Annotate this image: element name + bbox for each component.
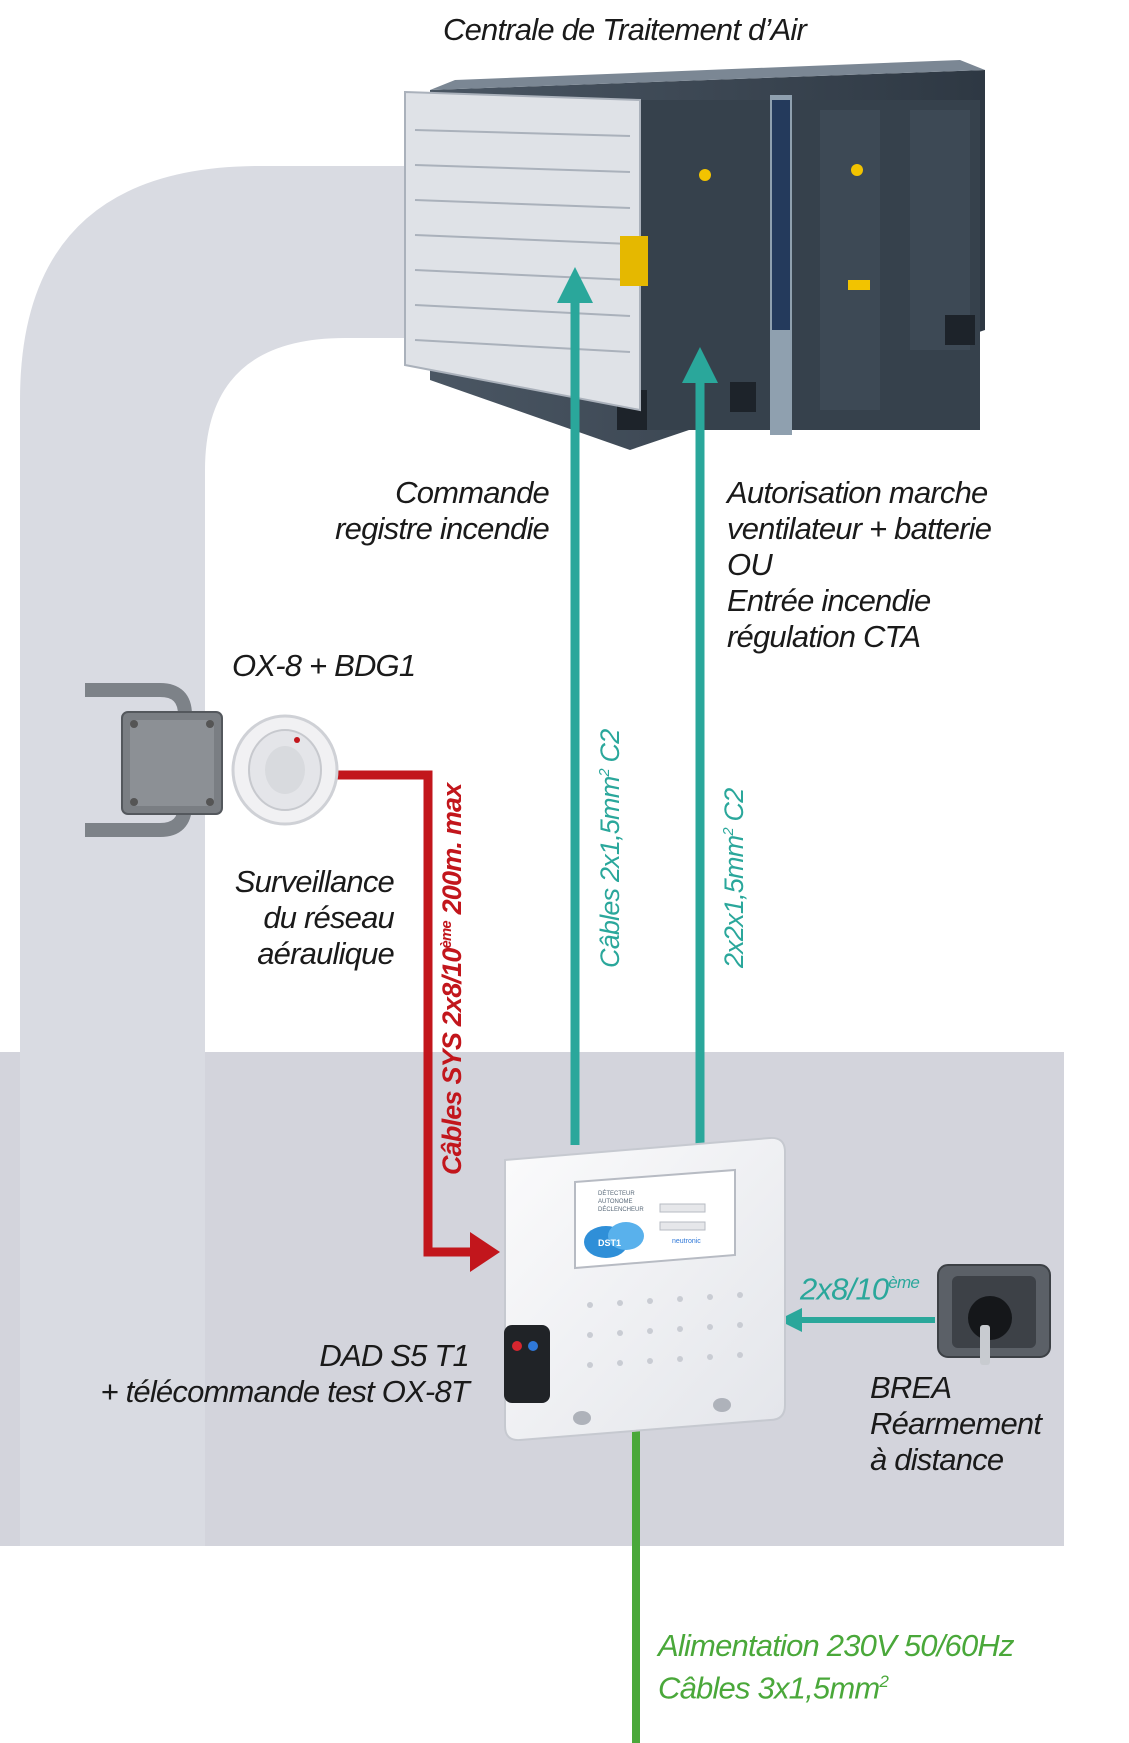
autorisation-line-5: régulation CTA [727,619,921,654]
commande-line-1: Commande [395,475,550,510]
autorisation-label: Autorisation marche ventilateur + batter… [727,475,992,655]
control-panel-icon [504,1136,786,1442]
device-screen-text: DÉTECTEUR AUTONOME DÉCLENCHEUR [598,1190,644,1214]
cable-c2-prefix: 2x2x1,5mm [719,835,749,968]
alimentation-label: Alimentation 230V 50/60Hz Câbles 3x1,5mm… [658,1628,1014,1706]
device-logo: DST1 [598,1238,622,1248]
alimentation-cables-text: Câbles 3x1,5mm [658,1670,880,1706]
autorisation-line-2: ventilateur + batterie [727,511,992,546]
cable-sys-suffix: 200m. max [437,783,467,922]
cable-c2-label: 2x2x1,5mm2 C2 [714,789,749,968]
cable-brea-sup: ème [888,1273,920,1292]
surveillance-line-1: Surveillance [234,864,395,899]
cta-title: Centrale de Traitement d’Air [443,12,807,47]
reset-key-switch-icon [937,1264,1051,1365]
brea-line-2: Réarmement [870,1406,1042,1441]
autorisation-line-4: Entrée incendie [727,583,931,618]
cable-sys-label: Câbles SYS 2x8/10ème 200m. max [432,784,467,1175]
air-duct [20,166,432,1546]
alimentation-line-1: Alimentation 230V 50/60Hz [658,1628,1014,1663]
smoke-detector-icon [231,714,339,826]
brea-line-1: BREA [870,1370,952,1405]
alimentation-cables-sup: 2 [879,1672,889,1691]
device-screen-line-1: DÉTECTEUR [598,1191,635,1197]
remote-control-icon [504,1325,550,1403]
dad-label: DAD S5 T1 + télécommande test OX-8T [100,1338,469,1410]
surveillance-line-3: aéraulique [257,936,395,971]
cable-brea-prefix: 2x8/10 [800,1271,889,1307]
cable-sys-sup: ème [439,921,455,949]
surveillance-line-2: du réseau [263,900,394,935]
alimentation-line-2: Câbles 3x1,5mm2 [658,1664,1014,1706]
ox8-label: OX-8 + BDG1 [232,648,416,683]
autorisation-line-1: Autorisation marche [727,475,988,510]
brea-line-3: à distance [870,1442,1004,1477]
surveillance-label: Surveillance du réseau aéraulique [234,864,395,972]
cable-sys-prefix: Câbles SYS 2x8/10 [437,948,467,1175]
cable-sys [325,770,478,1257]
cable-c1-suffix: C2 [595,729,625,770]
cable-brea-label: 2x8/10ème [800,1265,920,1307]
device-screen-line-2: AUTONOME [598,1199,633,1205]
device-screen-line-3: DÉCLENCHEUR [598,1207,644,1213]
cable-c2-suffix: C2 [719,788,749,829]
air-handling-unit-icon [404,60,985,450]
cable-c1-label: Câbles 2x1,5mm2 C2 [590,730,625,968]
cable-c1-sup: 2 [597,769,613,777]
autorisation-line-3: OU [727,547,773,582]
ox8-enclosure-icon [85,683,223,837]
dad-line-1: DAD S5 T1 [319,1338,469,1373]
cable-sys-arrow [470,1232,500,1272]
commande-label: Commande registre incendie [335,475,550,547]
commande-line-2: registre incendie [335,511,550,546]
cable-c2-sup: 2 [721,828,737,836]
dad-line-2: + télécommande test OX-8T [100,1374,469,1409]
brea-label: BREA Réarmement à distance [870,1370,1042,1478]
cable-c1-prefix: Câbles 2x1,5mm [595,776,625,968]
device-brand: neutronic [672,1238,701,1245]
